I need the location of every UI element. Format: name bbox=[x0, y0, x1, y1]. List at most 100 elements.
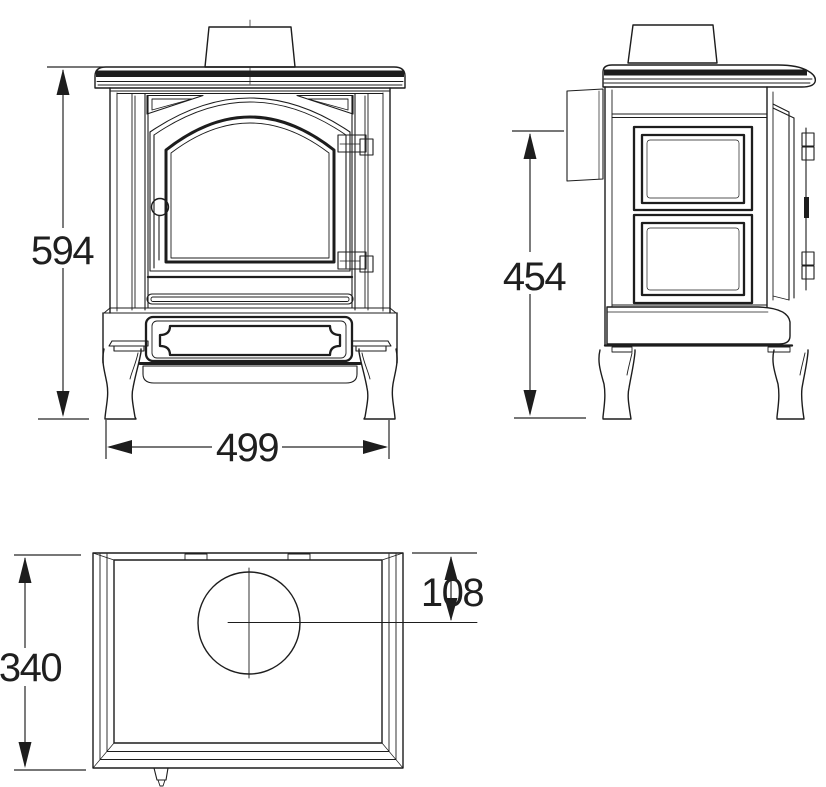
side-panel-upper bbox=[632, 125, 754, 212]
leg-side-front-contour bbox=[799, 352, 806, 376]
side-body bbox=[604, 86, 774, 346]
door-handle-knob bbox=[150, 197, 170, 217]
dim-lines bbox=[14, 554, 86, 771]
hinge-pin bbox=[359, 255, 374, 273]
hinge-plate bbox=[337, 251, 367, 270]
leg-front-right-contour bbox=[361, 352, 371, 380]
side-base bbox=[603, 306, 794, 353]
hinge-bottom-a bbox=[801, 251, 815, 266]
door-arch-outer bbox=[149, 97, 351, 133]
top-rim-outer bbox=[92, 552, 404, 769]
front-base bbox=[102, 293, 398, 384]
top-view bbox=[92, 552, 478, 787]
arrow-right-icon bbox=[363, 440, 388, 454]
side-door-edge bbox=[772, 103, 815, 301]
glass-inner-line bbox=[170, 122, 330, 259]
base-tab-front bbox=[767, 346, 791, 353]
top-view-door-knob bbox=[153, 767, 169, 787]
leg-front-left bbox=[102, 348, 142, 420]
flue-collar-side bbox=[627, 24, 718, 64]
door-latch bbox=[804, 197, 809, 218]
side-panel-upper-frame bbox=[640, 133, 746, 205]
front-legs bbox=[102, 348, 398, 420]
hinge-plate bbox=[337, 134, 367, 153]
leg-side-rear-contour bbox=[626, 352, 633, 376]
side-legs bbox=[598, 349, 809, 420]
top-rim-line2 bbox=[99, 553, 397, 760]
arrow-down-icon bbox=[523, 390, 537, 416]
groove-strip-inner bbox=[150, 296, 350, 302]
ash-pan-recess bbox=[144, 315, 354, 363]
dim-label-front-height: 594 bbox=[31, 229, 94, 273]
leg-front-left-contour bbox=[129, 352, 139, 380]
body-inner-edges bbox=[611, 89, 774, 308]
heat-shield-outline bbox=[566, 88, 604, 182]
flue-collar-front bbox=[204, 26, 296, 68]
arrow-up-icon bbox=[18, 557, 32, 583]
door-arch-inner bbox=[153, 101, 347, 136]
knob-tip bbox=[157, 779, 166, 787]
dim-flue-offset: 108 bbox=[412, 552, 485, 621]
body-edges bbox=[604, 86, 768, 346]
top-plate-outline bbox=[94, 66, 406, 89]
leg-bracket-right bbox=[351, 340, 392, 352]
rim-miter-lines bbox=[92, 552, 404, 769]
arrow-down-icon bbox=[444, 598, 458, 621]
side-panel-lower-inner bbox=[646, 227, 740, 291]
corner-ornaments-inner bbox=[151, 98, 349, 111]
door-outline bbox=[149, 131, 351, 272]
dim-front-width: 499 bbox=[105, 420, 390, 470]
leg-front-right bbox=[358, 348, 398, 420]
hinge-pin bbox=[359, 138, 374, 156]
front-view bbox=[94, 19, 406, 420]
base-outline bbox=[606, 306, 791, 345]
groove-strip bbox=[146, 293, 354, 305]
hinge-top-a bbox=[801, 132, 815, 147]
arrow-down-icon bbox=[56, 391, 70, 417]
door-top-bevel bbox=[772, 103, 795, 119]
glass-frame bbox=[164, 115, 336, 264]
front-apron bbox=[142, 365, 358, 384]
top-plate-side bbox=[602, 64, 817, 88]
dim-label-flue-offset: 108 bbox=[421, 571, 483, 615]
arrow-up-icon bbox=[523, 133, 537, 159]
front-door bbox=[146, 97, 374, 279]
rear-heat-shield bbox=[566, 88, 604, 182]
hinge-bottom-b bbox=[801, 265, 815, 280]
front-body bbox=[109, 87, 391, 314]
door-frame-edges bbox=[144, 92, 356, 311]
corner-ornaments bbox=[146, 94, 354, 115]
dim-lines bbox=[105, 420, 390, 459]
arrow-up-icon bbox=[444, 556, 458, 580]
leg-side-front bbox=[772, 349, 809, 420]
dim-side-height: 454 bbox=[503, 130, 586, 419]
leg-bracket-left bbox=[108, 340, 149, 352]
back-tab-left bbox=[184, 553, 208, 561]
door-face-lines bbox=[788, 111, 807, 301]
leg-side-rear bbox=[598, 349, 636, 420]
top-plate-front bbox=[94, 66, 406, 89]
ash-pan-recess-inner bbox=[151, 320, 347, 359]
dimensions: 594 499 454 340 108 bbox=[0, 66, 586, 771]
body-top-lines bbox=[109, 90, 391, 94]
hinge-top-b bbox=[801, 146, 815, 161]
base-tab-rear bbox=[611, 346, 633, 353]
dim-label-front-width: 499 bbox=[216, 426, 278, 470]
body-bands bbox=[611, 113, 768, 306]
dim-lines bbox=[38, 66, 103, 420]
top-rim-inner bbox=[113, 559, 383, 744]
side-panel-lower-frame bbox=[640, 221, 746, 297]
arrow-down-icon bbox=[18, 742, 32, 768]
top-plate-moulding-lines bbox=[96, 81, 404, 86]
body-outer-edges bbox=[109, 87, 391, 314]
pilaster-lines bbox=[116, 92, 384, 312]
top-plate-moulding-lines bbox=[603, 78, 813, 84]
door-bottom-bevel bbox=[772, 295, 790, 301]
base-flare bbox=[103, 307, 397, 314]
dim-label-side-height: 454 bbox=[503, 255, 566, 299]
dim-label-top-depth: 340 bbox=[0, 646, 61, 690]
ash-pan-panel bbox=[158, 324, 342, 357]
top-plate-band bbox=[604, 69, 807, 76]
side-panel-upper-inner bbox=[646, 139, 740, 199]
